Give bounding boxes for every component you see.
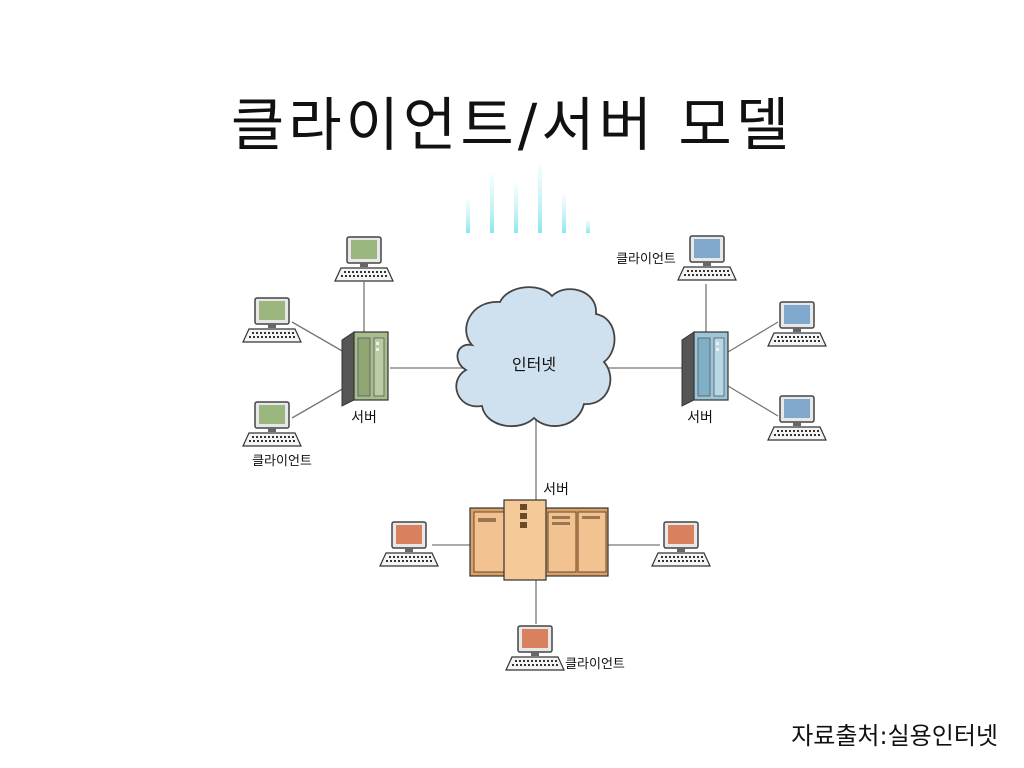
title-decoration (466, 165, 590, 233)
client-computer-blue-top (677, 235, 737, 281)
source-citation: 자료출처:실용인터넷 (791, 722, 998, 750)
connection-lines (291, 282, 779, 624)
server-right-label: 서버 (687, 410, 713, 426)
client-right-label: 클라이언트 (616, 252, 676, 267)
server-left-label: 서버 (351, 410, 377, 426)
cloud-label: 인터넷 (512, 355, 556, 374)
client-computer-green-bottom (242, 401, 302, 447)
client-computer-orange-left (379, 521, 439, 567)
server-bottom-label: 서버 (543, 482, 569, 498)
server-mainframe-bottom (469, 499, 609, 581)
client-computer-orange-right (651, 521, 711, 567)
client-bottom-label: 클라이언트 (565, 657, 625, 672)
slide-title: 클라이언트/서버 모델 (230, 91, 794, 159)
client-computer-blue-bottom (767, 395, 827, 441)
client-computer-green-left (242, 297, 302, 343)
server-tower-left (341, 331, 389, 407)
internet-cloud: 인터넷 (455, 286, 616, 427)
client-computer-blue-middle (767, 301, 827, 347)
client-computer-orange-bottom (505, 625, 565, 671)
server-tower-right (681, 331, 729, 407)
client-left-label: 클라이언트 (252, 454, 312, 469)
client-computer-green-top (334, 236, 394, 282)
